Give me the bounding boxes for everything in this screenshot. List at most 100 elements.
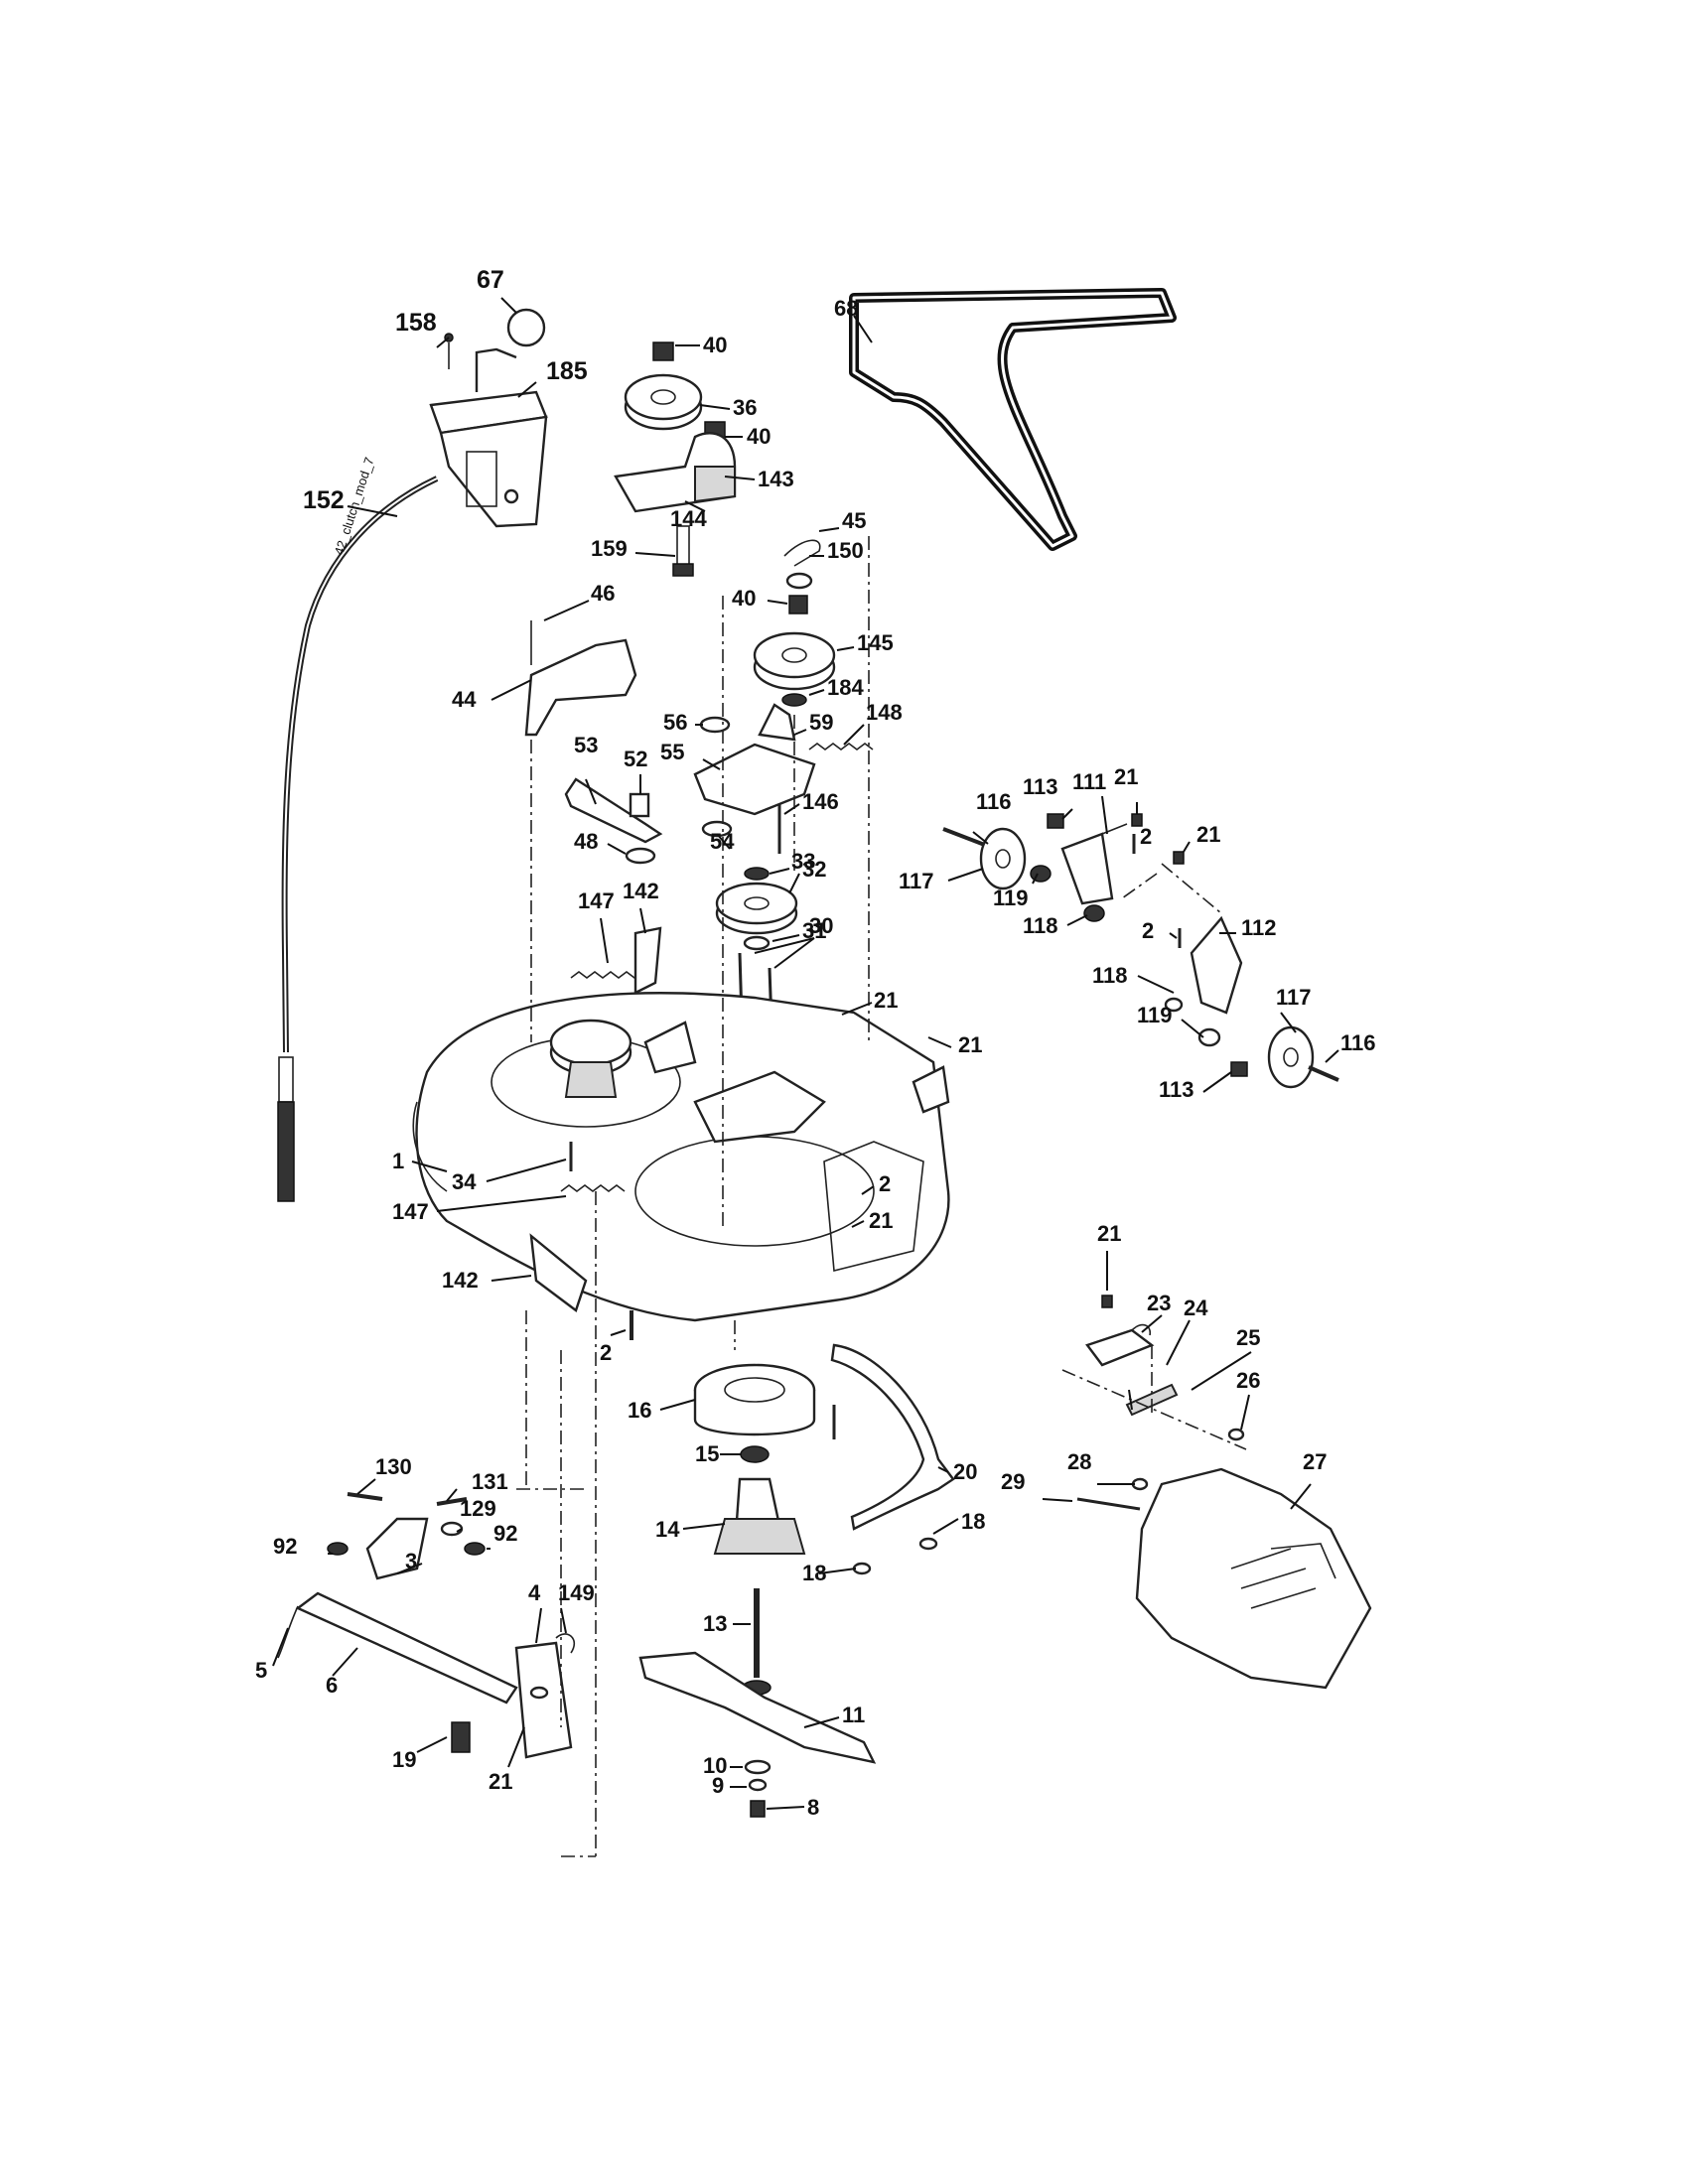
callout-52: 52 bbox=[624, 747, 647, 771]
callout-67: 67 bbox=[477, 266, 504, 294]
part-knob-ball bbox=[506, 308, 546, 347]
part-drive-belt bbox=[849, 288, 1177, 551]
callout-21-right: 21 bbox=[1196, 822, 1220, 847]
callout-113-right: 113 bbox=[1159, 1077, 1194, 1102]
callout-9: 9 bbox=[712, 1773, 724, 1798]
callout-18-left: 18 bbox=[802, 1561, 826, 1585]
part-clutch-cable: 42_clutch_mod_7 bbox=[277, 456, 439, 1202]
callout-119-left: 119 bbox=[993, 886, 1029, 910]
callout-40-top: 40 bbox=[703, 333, 727, 357]
callout-147-upper: 147 bbox=[578, 888, 615, 913]
part-idler-pulley-lower bbox=[753, 631, 836, 707]
part-mower-blade bbox=[638, 1651, 877, 1764]
callout-148: 148 bbox=[866, 700, 903, 725]
part-bearing-15 bbox=[740, 1445, 770, 1463]
part-bracket-142-upper bbox=[633, 926, 662, 995]
part-front-link-assembly bbox=[327, 1492, 486, 1580]
dashed-connectors bbox=[516, 536, 1247, 1857]
callout-118-lower: 118 bbox=[1092, 963, 1128, 988]
callout-116-right: 116 bbox=[1340, 1030, 1376, 1055]
callout-130: 130 bbox=[375, 1454, 412, 1479]
callout-31: 31 bbox=[802, 918, 826, 943]
callout-21-deck: 21 bbox=[874, 988, 898, 1013]
callout-68: 68 bbox=[834, 296, 858, 321]
part-idler-arm bbox=[614, 432, 737, 513]
callout-13: 13 bbox=[703, 1611, 727, 1636]
part-deck-stabilizer bbox=[830, 1343, 955, 1575]
callout-149: 149 bbox=[558, 1580, 595, 1605]
callout-25: 25 bbox=[1236, 1325, 1260, 1350]
callout-27: 27 bbox=[1303, 1449, 1327, 1474]
callout-112: 112 bbox=[1241, 915, 1277, 940]
callout-119-right: 119 bbox=[1137, 1003, 1173, 1027]
callout-36: 36 bbox=[733, 395, 757, 420]
callout-16: 16 bbox=[628, 1398, 651, 1423]
callout-19: 19 bbox=[392, 1747, 416, 1772]
part-belt-guard bbox=[524, 620, 637, 737]
callout-21-chute: 21 bbox=[1097, 1221, 1121, 1246]
callout-158: 158 bbox=[395, 309, 437, 337]
part-bracket-142-lower bbox=[529, 1233, 588, 1312]
callout-40-lower: 40 bbox=[732, 586, 756, 611]
callout-159: 159 bbox=[591, 536, 628, 561]
callout-21-top: 21 bbox=[1114, 764, 1138, 789]
callout-117-right: 117 bbox=[1276, 985, 1312, 1010]
callout-142-lower: 142 bbox=[442, 1268, 479, 1293]
callout-21-bottom: 21 bbox=[489, 1769, 512, 1794]
callout-32: 32 bbox=[802, 857, 826, 882]
callout-4: 4 bbox=[528, 1580, 541, 1605]
callout-23: 23 bbox=[1147, 1291, 1171, 1315]
part-front-hanger-assembly bbox=[277, 1591, 576, 1759]
callout-2-top: 2 bbox=[1140, 824, 1152, 849]
callout-26: 26 bbox=[1236, 1368, 1260, 1393]
part-mower-deck bbox=[412, 992, 950, 1322]
part-spring-147-upper bbox=[570, 971, 643, 979]
callout-152: 152 bbox=[303, 486, 345, 514]
callout-92-right: 92 bbox=[493, 1521, 517, 1546]
callout-2-right: 2 bbox=[1142, 918, 1154, 943]
callout-15: 15 bbox=[695, 1441, 719, 1466]
callout-30: 30 bbox=[809, 913, 833, 938]
callout-53: 53 bbox=[574, 733, 598, 757]
callout-18-right: 18 bbox=[961, 1509, 985, 1534]
callout-2-deck: 2 bbox=[879, 1171, 891, 1196]
part-clutch-bracket bbox=[429, 333, 548, 528]
callout-54: 54 bbox=[710, 829, 735, 854]
part-idler-pulley-top bbox=[624, 341, 726, 441]
callout-142-upper: 142 bbox=[623, 879, 659, 903]
callout-146: 146 bbox=[802, 789, 839, 814]
callout-8: 8 bbox=[807, 1795, 819, 1820]
callout-34: 34 bbox=[452, 1169, 477, 1194]
callout-21-deck-lower: 21 bbox=[869, 1208, 893, 1233]
callout-116-left: 116 bbox=[976, 789, 1012, 814]
callout-45: 45 bbox=[842, 508, 866, 533]
part-tension-arm bbox=[564, 777, 663, 865]
part-gauge-wheel-left bbox=[942, 813, 1143, 922]
callout-2-lower: 2 bbox=[600, 1340, 612, 1365]
callout-144: 144 bbox=[670, 506, 707, 531]
callout-10: 10 bbox=[703, 1753, 727, 1778]
callout-1: 1 bbox=[392, 1149, 404, 1173]
callout-56: 56 bbox=[663, 710, 687, 735]
callout-143: 143 bbox=[758, 467, 794, 491]
callout-46: 46 bbox=[591, 581, 615, 606]
callout-3: 3 bbox=[405, 1549, 417, 1573]
part-spindle-shaft bbox=[742, 1588, 772, 1696]
callout-29: 29 bbox=[1001, 1469, 1025, 1494]
callout-28: 28 bbox=[1067, 1449, 1091, 1474]
callout-118-upper: 118 bbox=[1023, 913, 1058, 938]
callout-184: 184 bbox=[827, 675, 864, 700]
part-bearing-housing bbox=[693, 1363, 816, 1436]
part-discharge-chute bbox=[1076, 1295, 1372, 1690]
part-spindle-housing bbox=[713, 1477, 806, 1555]
callout-21-deck-right: 21 bbox=[958, 1032, 982, 1057]
callout-111: 111 bbox=[1072, 769, 1106, 794]
callout-92-left: 92 bbox=[273, 1534, 297, 1559]
callout-185: 185 bbox=[546, 357, 588, 385]
callout-5: 5 bbox=[255, 1658, 267, 1683]
callout-14: 14 bbox=[655, 1517, 680, 1542]
callout-33: 33 bbox=[791, 849, 815, 874]
callout-11: 11 bbox=[842, 1703, 865, 1727]
leader-lines bbox=[272, 297, 1339, 1810]
callout-48: 48 bbox=[574, 829, 598, 854]
